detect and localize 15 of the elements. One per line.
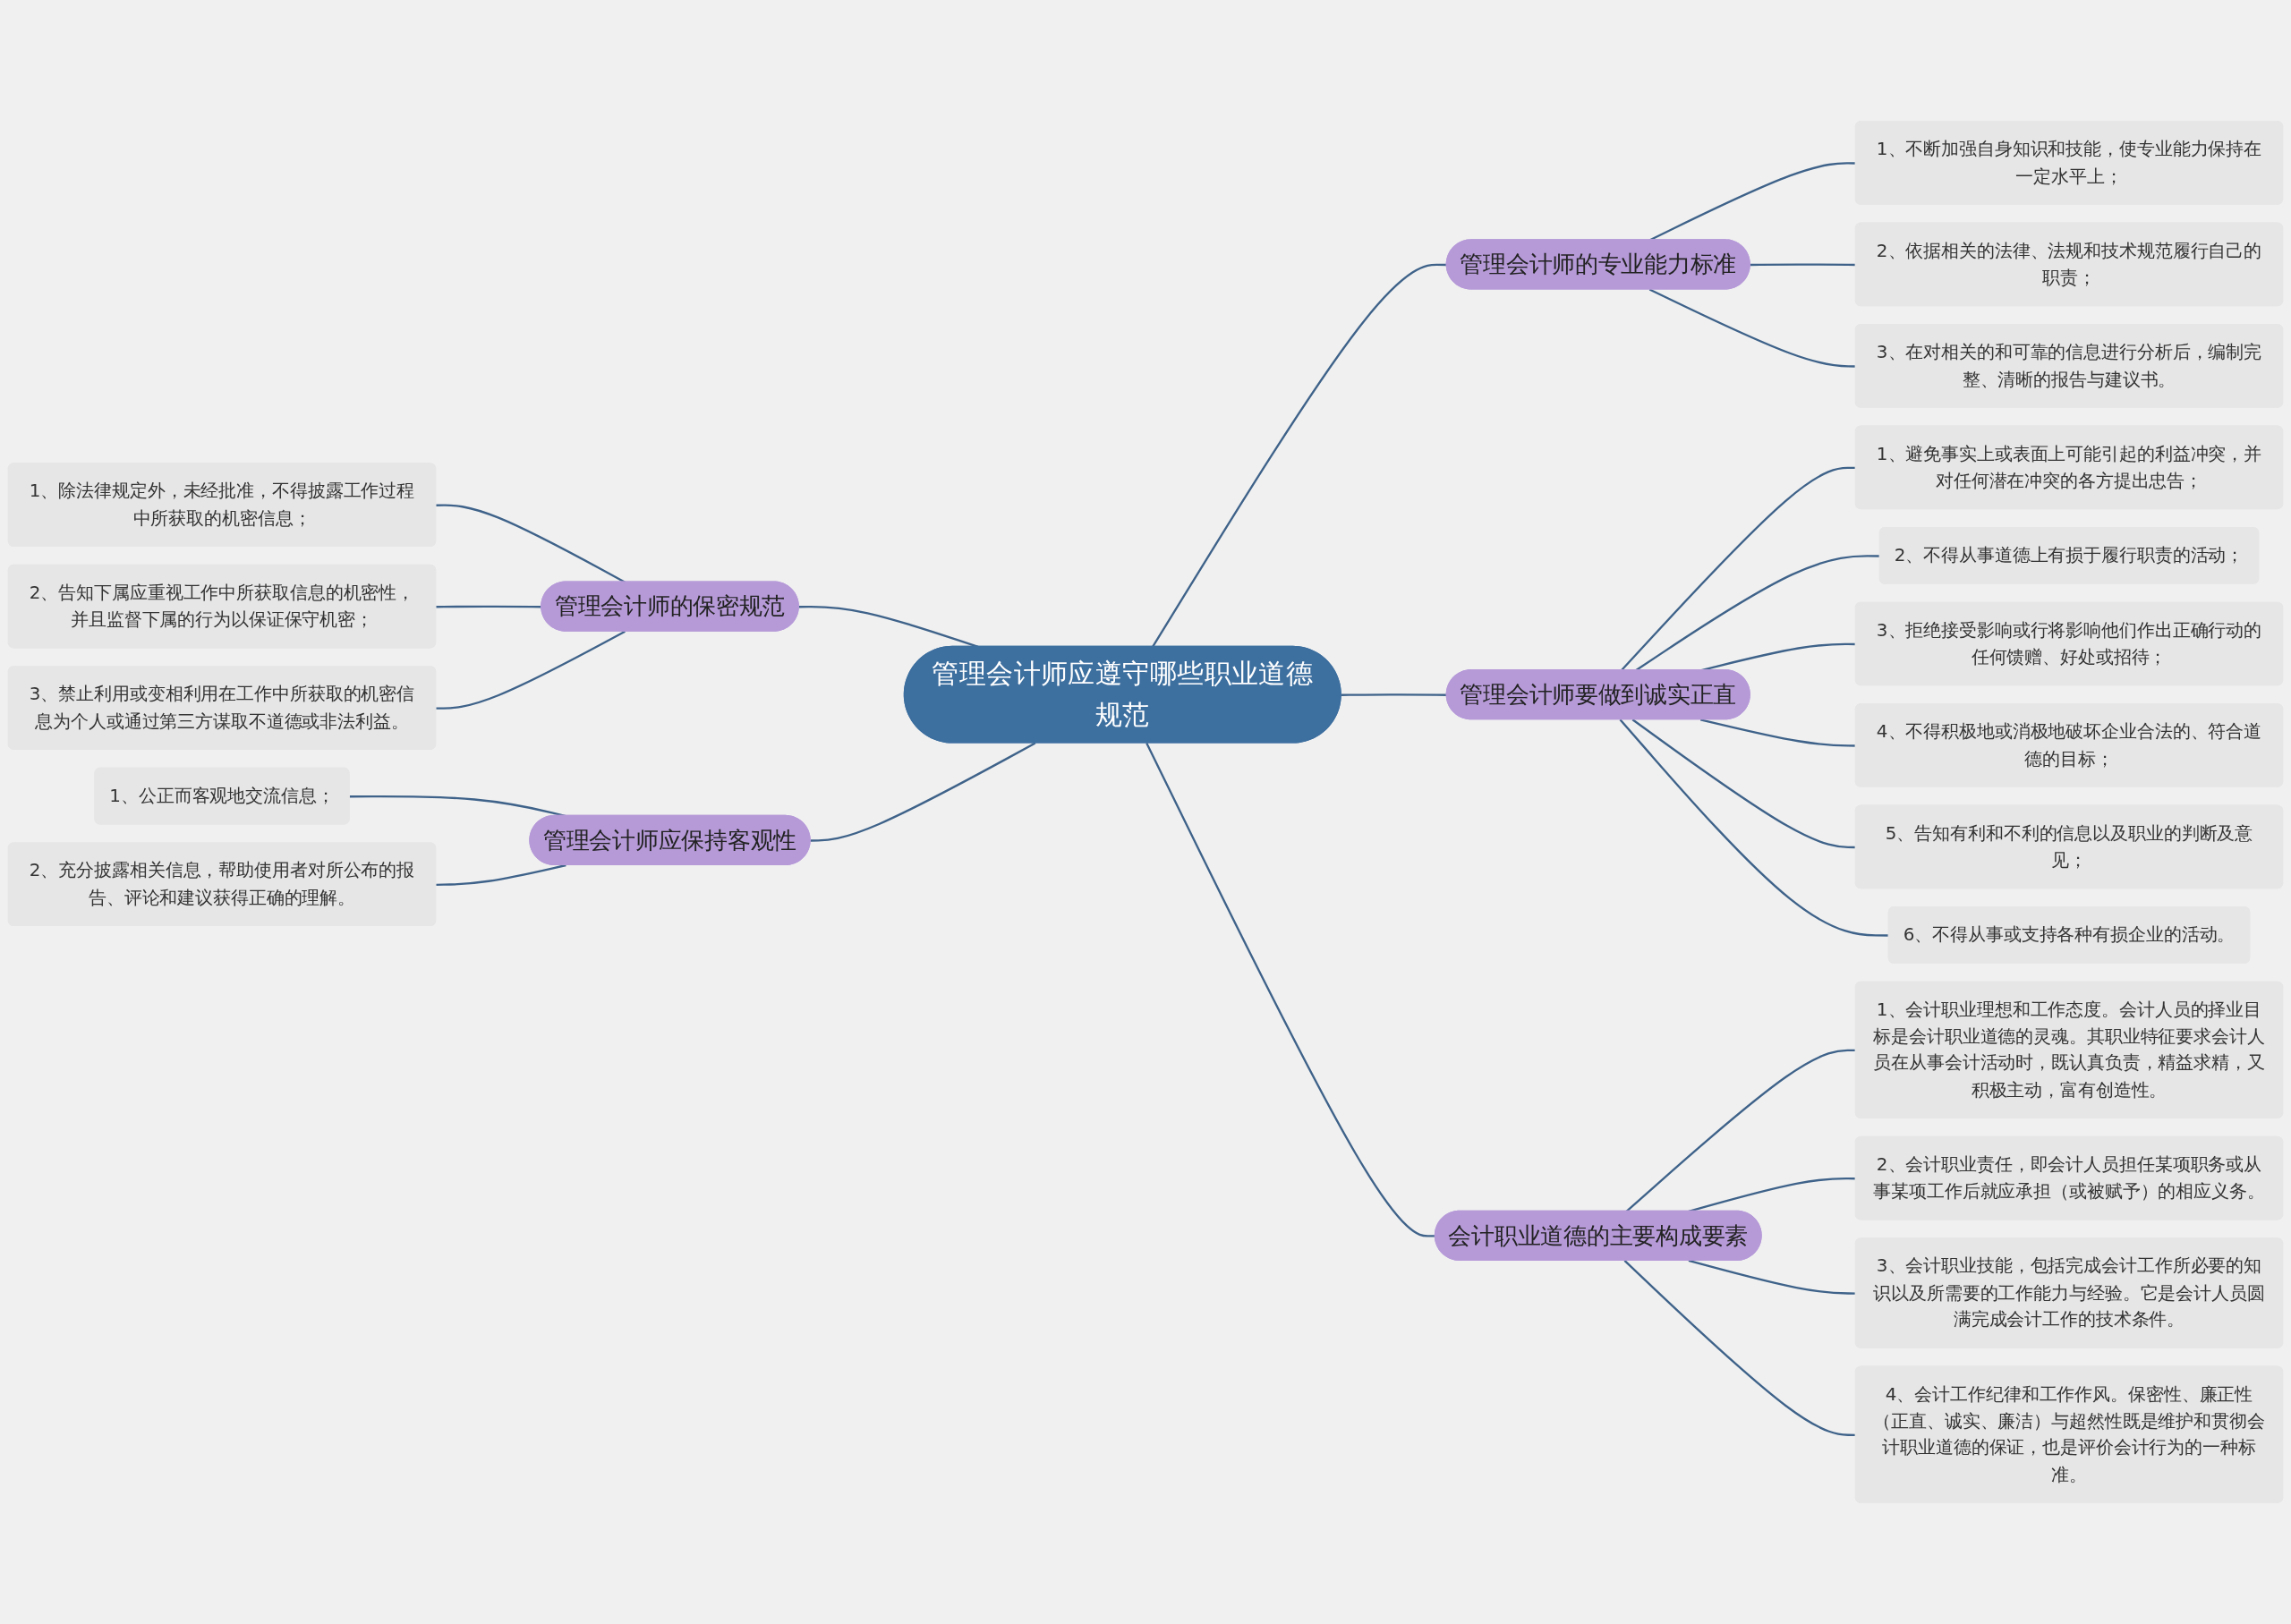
connector bbox=[436, 504, 626, 583]
connector bbox=[1623, 1260, 1856, 1436]
connector bbox=[1631, 718, 1856, 849]
connector bbox=[1648, 288, 1856, 368]
connector bbox=[1341, 693, 1447, 696]
connector bbox=[1625, 1049, 1856, 1212]
connector bbox=[1688, 1259, 1856, 1295]
connector bbox=[1750, 263, 1856, 267]
connector bbox=[1619, 718, 1889, 937]
connector bbox=[1152, 263, 1447, 648]
connector bbox=[1699, 718, 1856, 747]
connector bbox=[436, 605, 542, 608]
connector bbox=[436, 630, 626, 710]
connector bbox=[436, 863, 566, 886]
connector bbox=[810, 742, 1036, 842]
